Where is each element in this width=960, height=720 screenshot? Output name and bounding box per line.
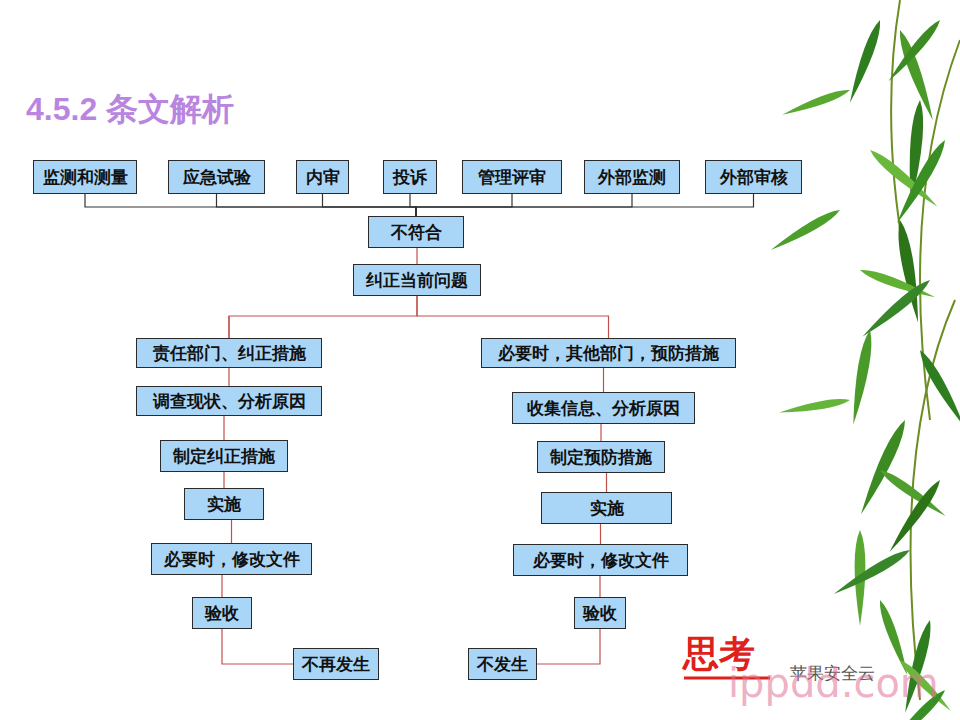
box-text: 管理评审 (478, 166, 546, 189)
process-box: 内审 (296, 160, 349, 194)
box-text: 不发生 (477, 653, 528, 676)
process-box: 不符合 (368, 216, 464, 248)
connector-line (223, 416, 224, 440)
box-text: 制定纠正措施 (173, 445, 275, 468)
connector-line (416, 248, 417, 264)
connector-line (231, 520, 232, 543)
connector-line (416, 194, 754, 216)
box-text: 投诉 (393, 166, 427, 189)
process-box: 纠正当前问题 (353, 264, 481, 296)
connector-line (416, 194, 632, 216)
box-text: 必要时，修改文件 (533, 549, 669, 572)
box-text: 应急试验 (183, 166, 251, 189)
box-text: 收集信息、分析原因 (527, 397, 680, 420)
box-text: 验收 (583, 602, 617, 625)
process-box: 管理评审 (462, 160, 562, 194)
process-box: 外部审核 (705, 160, 802, 194)
box-text: 纠正当前问题 (366, 269, 468, 292)
box-text: 外部监测 (598, 166, 666, 189)
connector-line (229, 296, 417, 338)
connector-line (599, 576, 600, 597)
process-box: 验收 (192, 597, 252, 629)
box-text: 外部审核 (720, 166, 788, 189)
connector-line (603, 368, 604, 392)
process-box: 调查现状、分析原因 (136, 386, 322, 416)
watermark: ippdd.com (728, 660, 939, 706)
box-text: 不符合 (391, 221, 442, 244)
connector-line (223, 472, 224, 488)
process-box: 必要时，修改文件 (151, 543, 312, 575)
connector-line (410, 194, 416, 216)
box-text: 责任部门、纠正措施 (153, 342, 306, 365)
process-box: 应急试验 (168, 160, 265, 194)
box-text: 实施 (590, 497, 624, 520)
box-text: 实施 (207, 493, 241, 516)
connector-line (85, 194, 416, 216)
process-box: 制定纠正措施 (160, 440, 288, 472)
process-box: 不发生 (468, 648, 537, 680)
connector-line (323, 194, 417, 216)
bamboo-stems (891, 0, 960, 700)
box-text: 监测和测量 (43, 166, 128, 189)
process-box: 监测和测量 (33, 160, 137, 194)
connector-line (417, 296, 609, 338)
process-box: 实施 (184, 488, 264, 520)
process-box: 收集信息、分析原因 (512, 392, 695, 424)
box-text: 内审 (306, 166, 340, 189)
box-text: 制定预防措施 (550, 446, 652, 469)
process-box: 实施 (541, 492, 672, 524)
box-text: 不再发生 (302, 653, 370, 676)
process-box: 必要时，修改文件 (513, 544, 688, 576)
process-box: 不再发生 (293, 648, 379, 680)
connector-line (600, 524, 601, 544)
process-box: 责任部门、纠正措施 (136, 338, 322, 368)
connector-line (606, 473, 607, 492)
box-text: 调查现状、分析原因 (153, 390, 306, 413)
process-box: 验收 (574, 597, 626, 629)
connector-line (600, 424, 601, 441)
connector-line (537, 629, 600, 664)
connector-line (416, 194, 512, 216)
connector-line (221, 575, 222, 597)
connector-line (217, 194, 417, 216)
box-text: 必要时，其他部门，预防措施 (498, 342, 719, 365)
process-box: 必要时，其他部门，预防措施 (481, 338, 736, 368)
slide-title: 4.5.2 条文解析 (26, 88, 234, 132)
box-text: 必要时，修改文件 (164, 548, 300, 571)
process-box: 投诉 (383, 160, 437, 194)
box-text: 验收 (205, 602, 239, 625)
connector-line (222, 629, 293, 664)
bamboo-leaves (768, 17, 960, 720)
process-box: 外部监测 (584, 160, 680, 194)
process-box: 制定预防措施 (537, 441, 665, 473)
